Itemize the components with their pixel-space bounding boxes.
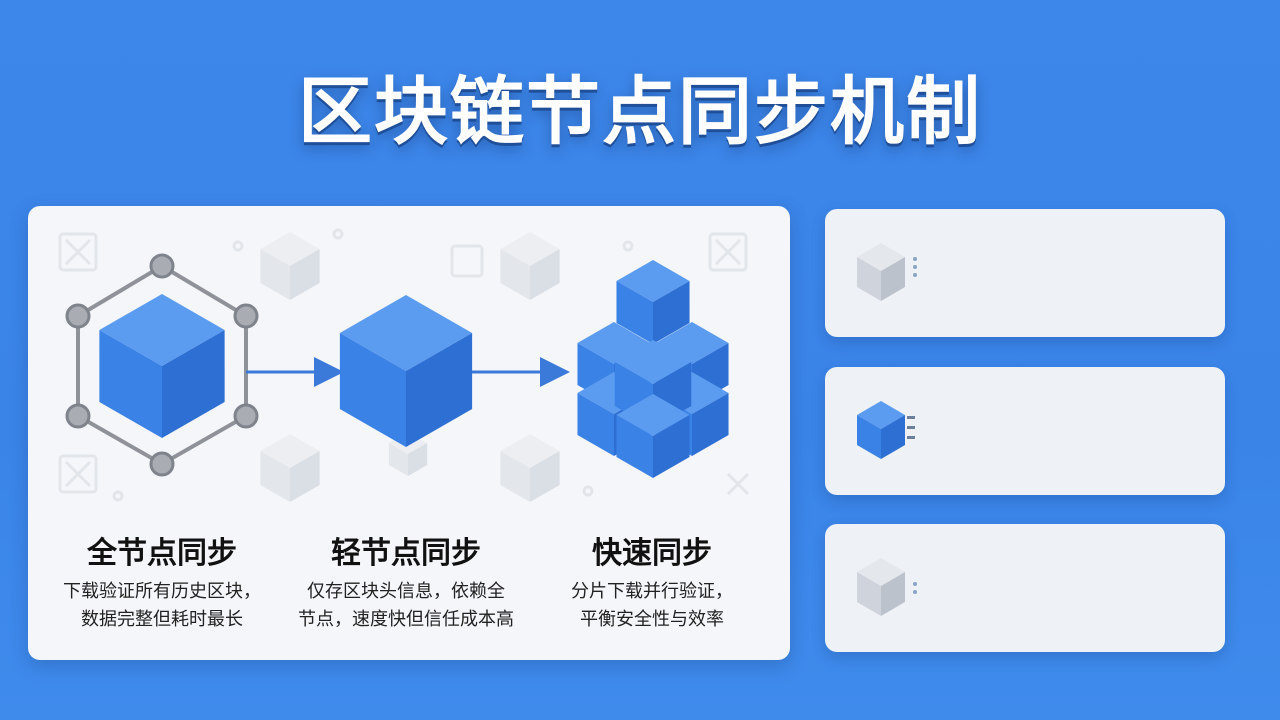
stage-desc-light-node: 仅存区块头信息，依赖全 节点，速度快但信任成本高 xyxy=(298,581,514,630)
cube-icon xyxy=(339,295,473,447)
stage-desc-fast-sync: 分片下载并行验证， 平衡安全性与效率 xyxy=(571,581,733,630)
diagram-canvas xyxy=(58,228,750,502)
page-title: 区块链节点同步机制 xyxy=(298,69,982,155)
stage-title-full-node: 全节点同步 xyxy=(87,536,237,571)
sync-mechanism-panel: 全节点同步 下载验证所有历史区块， 数据完整但耗时最长 轻节点同步 仅存区块头信… xyxy=(28,206,790,660)
side-card-3 xyxy=(825,524,1225,652)
cube-icon xyxy=(857,243,917,301)
stage-desc-full-node: 下载验证所有历史区块， 数据完整但耗时最长 xyxy=(63,581,261,630)
stage-title-light-node: 轻节点同步 xyxy=(331,536,481,571)
sharded-cube-icon xyxy=(577,260,729,478)
full-node-diagram xyxy=(65,253,259,477)
cube-icon xyxy=(857,401,915,459)
cube-icon xyxy=(99,294,225,438)
cube-icon xyxy=(857,558,917,616)
side-card-2 xyxy=(825,367,1225,495)
background-decor xyxy=(58,228,750,502)
side-card-1 xyxy=(825,209,1225,337)
network-node-icon xyxy=(65,253,259,477)
stage-title-fast-sync: 快速同步 xyxy=(592,536,712,571)
